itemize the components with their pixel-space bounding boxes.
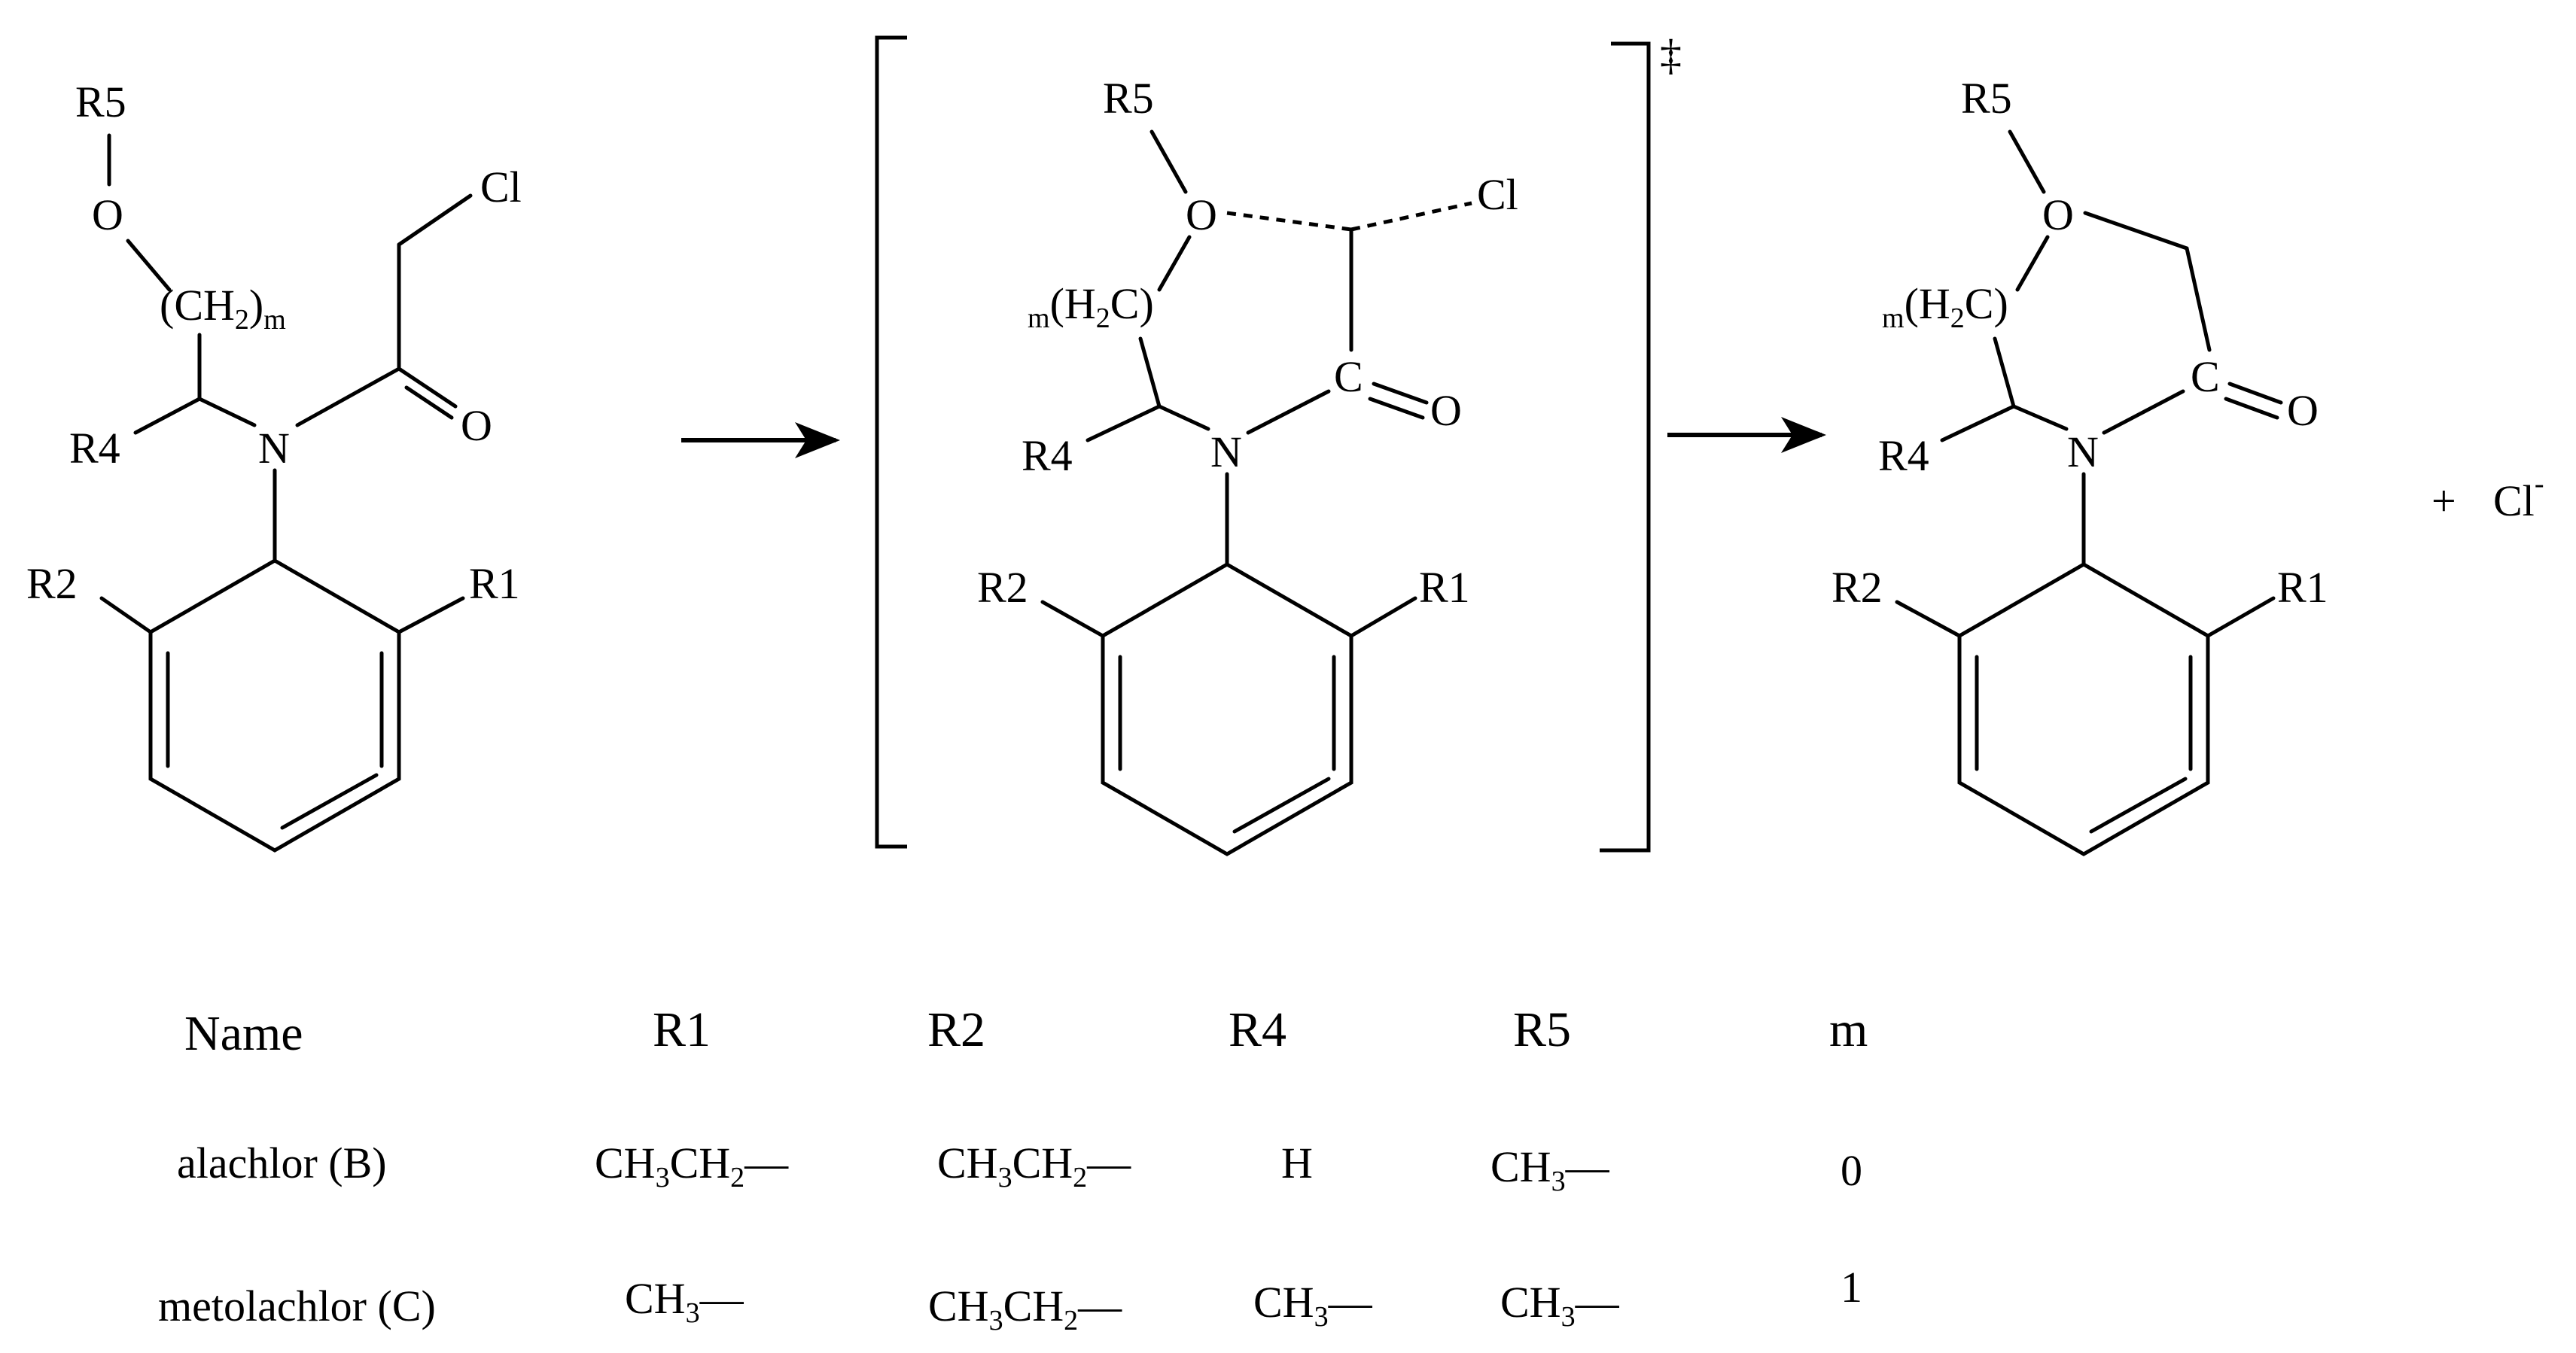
substituent-table: Name R1 R2 R4 R5 m alachlor (B) CH3CH2— … bbox=[158, 1002, 1868, 1336]
atom-n: N bbox=[2067, 427, 2099, 476]
product-structure: N O C O R5 R4 R2 R1 m(H2C) bbox=[1832, 74, 2328, 856]
reactant-structure: N O O Cl R5 R4 R2 R1 (CH2)m bbox=[26, 78, 522, 853]
h2c-m-group: m(H2C) bbox=[1028, 279, 1154, 334]
table-cell-r1: CH3CH2— bbox=[595, 1139, 789, 1193]
partial-bond-c-cl bbox=[1350, 201, 1472, 232]
atom-o: O bbox=[461, 401, 492, 450]
label-r5: R5 bbox=[75, 78, 126, 126]
bond-ring-r2 bbox=[1895, 600, 1962, 638]
bond-n-ch bbox=[197, 397, 257, 427]
bond-ch-ch2 bbox=[1138, 336, 1162, 409]
benzene-ring bbox=[148, 558, 401, 853]
table-header-name: Name bbox=[184, 1006, 303, 1061]
atom-o: O bbox=[92, 190, 123, 239]
atom-o: O bbox=[2042, 190, 2074, 239]
table-header-r4: R4 bbox=[1229, 1002, 1286, 1057]
table-cell-m: 1 bbox=[1841, 1263, 1862, 1312]
bond-ch-r4 bbox=[133, 397, 202, 435]
carbonyl-bond bbox=[2224, 397, 2279, 420]
bond-ch2-cl bbox=[397, 193, 473, 247]
right-bracket bbox=[1600, 41, 1651, 853]
bond-n-co bbox=[1246, 389, 1331, 435]
ring-double-bond bbox=[2089, 777, 2188, 834]
bond-n-co bbox=[295, 366, 401, 427]
bond-ch2-co bbox=[2185, 246, 2212, 352]
table-row-name: metolachlor (C) bbox=[158, 1282, 436, 1330]
carbonyl-bond bbox=[404, 385, 454, 420]
bond-n-ch bbox=[2011, 404, 2069, 431]
label-r2: R2 bbox=[26, 559, 78, 608]
table-cell-r5: CH3— bbox=[1490, 1142, 1610, 1197]
left-bracket bbox=[875, 35, 907, 849]
ring-double-bond bbox=[280, 773, 379, 830]
bond-ring-r2 bbox=[1040, 600, 1105, 638]
ch2m-group: (CH2)m bbox=[160, 281, 286, 336]
atom-n: N bbox=[258, 424, 290, 473]
transition-state-mark: ‡ bbox=[1660, 30, 1682, 79]
atom-n: N bbox=[1210, 427, 1242, 476]
bond-ch2-o bbox=[1157, 235, 1192, 292]
label-r4: R4 bbox=[69, 424, 120, 473]
atom-c: C bbox=[2191, 352, 2220, 401]
bond-ch2-o bbox=[2015, 235, 2050, 292]
carbonyl-bond bbox=[1368, 397, 1425, 420]
label-r1: R1 bbox=[1419, 563, 1470, 612]
table-cell-r4: H bbox=[1281, 1139, 1313, 1187]
bond-ch-r4 bbox=[1086, 404, 1162, 442]
atom-o: O bbox=[1186, 190, 1217, 239]
atom-c: C bbox=[1334, 352, 1363, 401]
table-cell-r4: CH3— bbox=[1253, 1278, 1373, 1333]
benzene-ring bbox=[1957, 562, 2210, 856]
label-r2: R2 bbox=[977, 563, 1028, 612]
carbonyl-bond bbox=[1372, 382, 1429, 405]
atom-o: O bbox=[2287, 386, 2319, 435]
bond-n-co bbox=[2102, 389, 2185, 435]
carbonyl-bond bbox=[397, 366, 458, 409]
bond-o-r5 bbox=[2008, 129, 2046, 194]
table-cell-r2: CH3CH2— bbox=[928, 1282, 1122, 1336]
atom-cl: Cl bbox=[480, 163, 522, 211]
label-r5: R5 bbox=[1103, 74, 1154, 123]
bond-o-ch2 bbox=[2083, 211, 2189, 251]
table-cell-r5: CH3— bbox=[1500, 1278, 1620, 1333]
label-r5: R5 bbox=[1961, 74, 2012, 123]
h2c-m-group: m(H2C) bbox=[1882, 279, 2008, 334]
bond-ring-r1 bbox=[397, 596, 465, 634]
table-header-r5: R5 bbox=[1513, 1002, 1571, 1057]
ring-double-bond bbox=[1232, 777, 1331, 834]
label-r4: R4 bbox=[1022, 431, 1073, 480]
bond-o-r5 bbox=[1149, 129, 1188, 194]
label-r1: R1 bbox=[469, 559, 520, 608]
atom-o: O bbox=[1430, 386, 1462, 435]
chloride-ion: Cl- bbox=[2493, 468, 2544, 525]
table-cell-r1: CH3— bbox=[625, 1274, 744, 1329]
partial-bond-o-c bbox=[1226, 211, 1352, 232]
bond-ring-r1 bbox=[2206, 596, 2276, 638]
carbonyl-bond bbox=[2227, 382, 2283, 405]
table-cell-r2: CH3CH2— bbox=[937, 1139, 1131, 1193]
plus-sign: + bbox=[2431, 476, 2456, 525]
label-r2: R2 bbox=[1832, 563, 1883, 612]
bond-n-ch bbox=[1157, 404, 1210, 431]
label-r4: R4 bbox=[1878, 431, 1929, 480]
bond-ring-r1 bbox=[1349, 596, 1417, 638]
table-header-r2: R2 bbox=[927, 1002, 985, 1057]
table-header-r1: R1 bbox=[653, 1002, 711, 1057]
table-header-m: m bbox=[1829, 1002, 1868, 1057]
bond-ch-ch2 bbox=[1993, 336, 2016, 409]
bond-ring-r2 bbox=[99, 596, 153, 634]
table-row-name: alachlor (B) bbox=[177, 1139, 387, 1187]
label-r1: R1 bbox=[2277, 563, 2328, 612]
table-cell-m: 0 bbox=[1841, 1146, 1862, 1195]
bond-ch2-o bbox=[126, 239, 172, 292]
benzene-ring bbox=[1101, 562, 1353, 856]
atom-cl: Cl bbox=[1477, 170, 1518, 219]
bond-ch-r4 bbox=[1940, 404, 2016, 442]
transition-state-structure: ‡ N O C O Cl R5 R4 R2 R1 m(H2C) bbox=[875, 30, 1682, 856]
